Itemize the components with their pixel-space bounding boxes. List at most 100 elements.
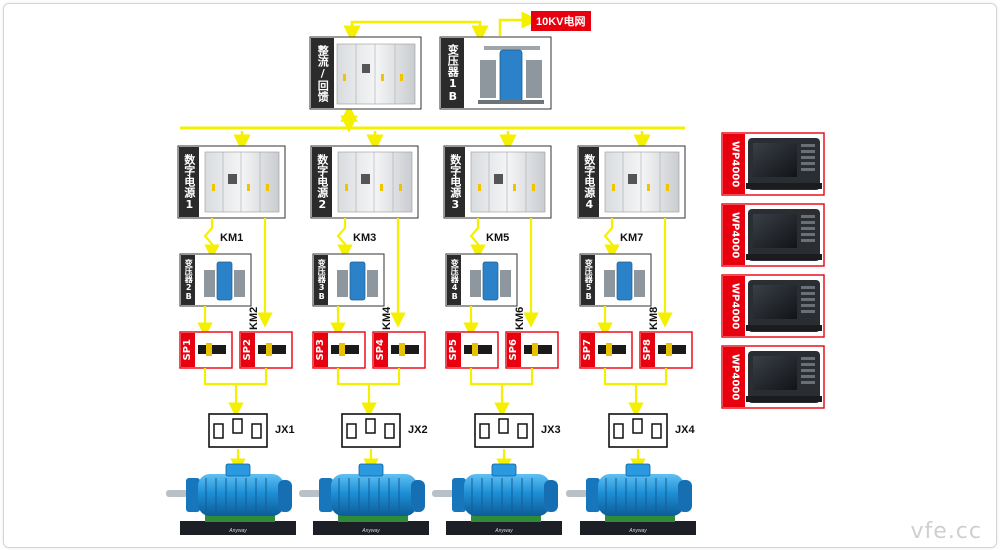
analyzer-key: [801, 156, 815, 159]
motor-body: [331, 474, 417, 516]
digital-power-label-4: 数字电源4: [579, 147, 599, 217]
motor-base: [446, 521, 562, 535]
analyzer-key: [801, 215, 815, 218]
analyzer-key: [801, 162, 815, 165]
jx-label-2: JX2: [408, 424, 428, 436]
analyzer-stand: [746, 396, 822, 402]
digital-power-label-3: 数字电源3: [445, 147, 465, 217]
motor-fan-cover: [678, 480, 692, 512]
digital-power-label-4-text: 数字电源4: [582, 153, 596, 211]
km-right-label-4: KM8: [648, 306, 660, 330]
motor-body: [198, 474, 284, 516]
transformer-label-4-text: 变压器5B: [584, 259, 594, 301]
sp-right-label-2: SP4: [374, 333, 388, 367]
motor-base: [180, 521, 296, 535]
rectifier-label: 整流/回馈: [311, 38, 334, 108]
jx-terminal: [232, 418, 243, 434]
transformer-core-right: [634, 270, 645, 297]
motor-brand: Anyway: [361, 528, 380, 534]
cabinet-indicator: [212, 184, 215, 191]
transformer-label-4: 变压器5B: [581, 255, 595, 305]
sp-left-label-4: SP7: [581, 333, 595, 367]
cabinet-panel: [361, 174, 370, 184]
cabinet-indicator: [399, 184, 402, 191]
sp-right-sensor-core: [399, 343, 405, 356]
motor-base: [313, 521, 429, 535]
cabinet-indicator: [513, 184, 516, 191]
cabinet-indicator: [647, 184, 650, 191]
sp-join: [203, 368, 268, 386]
transformer-label-3-text: 变压器4B: [450, 259, 460, 301]
sp-join: [603, 368, 668, 386]
transformer-core-right: [234, 270, 245, 297]
motor-flange: [186, 478, 200, 512]
power-unit-1: Anyway: [166, 131, 296, 535]
analyzer-label-2: WP4000: [723, 205, 745, 265]
transformer-core-left: [204, 270, 215, 297]
analyzer-label-3: WP4000: [723, 276, 745, 336]
jx-terminal: [213, 423, 224, 439]
motor-board: [471, 512, 541, 522]
grid-10kv-label: 10KV电网: [531, 11, 591, 31]
transformer-1b-label: 变压器1B: [441, 38, 464, 108]
analyzer-key: [801, 221, 815, 224]
sp-left-text: SP3: [314, 339, 326, 361]
sp-left-sensor-core: [206, 343, 212, 356]
jx-terminal: [613, 423, 624, 439]
cabinet-indicator: [380, 184, 383, 191]
analyzer-label-text: WP4000: [729, 282, 741, 330]
motor-terminal-box: [225, 463, 251, 477]
analyzer-stand: [746, 254, 822, 260]
motor-body: [464, 474, 550, 516]
sp-right-label-3: SP6: [507, 333, 521, 367]
analyzer-key: [801, 375, 815, 378]
motor-brand: Anyway: [228, 528, 247, 534]
km-left-cable: [603, 218, 620, 260]
jx-label-1: JX1: [275, 424, 295, 436]
sp-left-label-2: SP3: [314, 333, 328, 367]
jx-terminal: [365, 418, 376, 434]
top-wiring: [180, 11, 685, 133]
transformer-1b-label-text: 变压器1B: [446, 43, 460, 103]
transformer-coil: [216, 261, 233, 301]
transformer-core-right: [367, 270, 378, 297]
cabinet-indicator: [247, 184, 250, 191]
motor: Anyway: [299, 463, 429, 535]
cabinet-indicator: [612, 184, 615, 191]
motor-shaft: [432, 490, 454, 497]
analyzer-label-text: WP4000: [729, 211, 741, 259]
sp-join: [336, 368, 401, 386]
sp-right-sensor-core: [532, 343, 538, 356]
analyzer-key: [801, 304, 815, 307]
sp-right-sensor-core: [266, 343, 272, 356]
cabinet-panel: [228, 174, 237, 184]
jx-terminal: [651, 423, 662, 439]
digital-power-label-2: 数字电源2: [312, 147, 332, 217]
sp-right-text: SP2: [241, 339, 253, 361]
transformer-coil: [349, 261, 366, 301]
transformer-core-left: [337, 270, 348, 297]
km-left-cable: [203, 218, 220, 260]
jx-label-3: JX3: [541, 424, 561, 436]
km-left-cable: [469, 218, 486, 260]
sp-left-text: SP5: [447, 339, 459, 361]
motor-board: [205, 512, 275, 522]
analyzer-key: [801, 298, 815, 301]
cabinet-indicator: [266, 184, 269, 191]
analyzer-key: [801, 369, 815, 372]
km-left-label-2: KM3: [353, 232, 377, 244]
transformer-core-left: [604, 270, 615, 297]
motor-base: [580, 521, 696, 535]
motor-body: [598, 474, 684, 516]
transformer-label-1: 变压器2B: [181, 255, 195, 305]
analyzer-key: [801, 286, 815, 289]
sp-left-label-3: SP5: [447, 333, 461, 367]
transformer-coil: [616, 261, 633, 301]
power-analyzer-2: [721, 203, 825, 267]
digital-power-cabinet: [204, 151, 280, 213]
jx-terminal: [479, 423, 490, 439]
analyzer-stand: [746, 183, 822, 189]
digital-power-cabinet: [337, 151, 413, 213]
